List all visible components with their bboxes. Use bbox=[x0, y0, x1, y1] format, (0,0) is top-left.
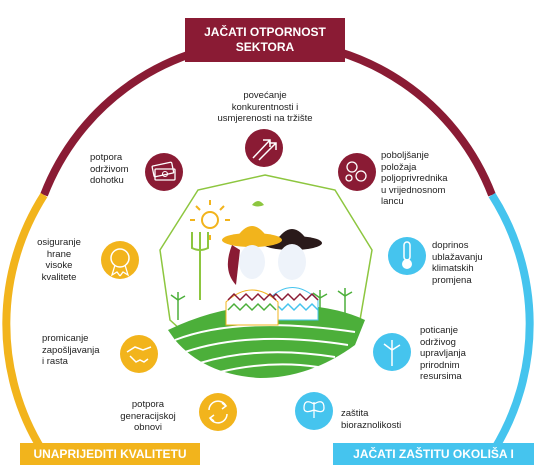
label-line: bioraznolikosti bbox=[341, 419, 402, 431]
cycle-arrows-icon bbox=[199, 393, 237, 431]
label-line: promjena bbox=[432, 274, 472, 286]
quality-badge-icon bbox=[101, 241, 139, 279]
label-line: zapošljavanja bbox=[42, 344, 100, 356]
butterfly-icon bbox=[295, 392, 333, 430]
label-resources: poticanje održivog upravljanja prirodnim… bbox=[420, 325, 520, 383]
banner-quality: UNAPRIJEDITI KVALITETU bbox=[20, 443, 200, 465]
label-income: potpora održivom dohotku bbox=[90, 152, 150, 187]
label-line: konkurentnosti i bbox=[231, 101, 299, 113]
thermometer-icon bbox=[388, 237, 426, 275]
label-line: osiguranje bbox=[37, 237, 81, 248]
sun-icon bbox=[190, 200, 230, 240]
label-line: obnovi bbox=[134, 422, 162, 433]
label-line: visoke bbox=[45, 260, 73, 271]
label-competitiveness: povećanje konkurentnosti i usmjerenosti … bbox=[205, 90, 325, 125]
label-line: dohotku bbox=[90, 175, 124, 186]
label-line: poticanje bbox=[420, 325, 459, 336]
trend-arrows-icon bbox=[245, 129, 283, 167]
label-quality: osiguranje hrane visoke kvalitete bbox=[24, 237, 94, 283]
label-line: zaštita bbox=[341, 408, 369, 419]
banner-resilience-text: JAČATI OTPORNOST SEKTORA bbox=[204, 25, 326, 54]
wind-turbine-icon bbox=[373, 333, 411, 371]
money-icon bbox=[145, 153, 183, 191]
banner-environment: JAČATI ZAŠTITU OKOLIŠA I bbox=[333, 443, 534, 465]
label-line: doprinos bbox=[432, 240, 469, 251]
banner-resilience: JAČATI OTPORNOST SEKTORA bbox=[185, 18, 345, 62]
label-biodiversity: zaštita bioraznolikosti bbox=[341, 408, 441, 431]
label-line: lancu bbox=[381, 196, 404, 207]
label-line: generacijskoj bbox=[120, 410, 176, 422]
label-employment: promicanje zapošljavanja i rasta bbox=[42, 333, 122, 368]
label-line: u vrijednosnom bbox=[381, 184, 446, 196]
label-value-chain: poboljšanje položaja poljoprivrednika u … bbox=[381, 150, 481, 208]
label-generational: potpora generacijskoj obnovi bbox=[108, 399, 188, 434]
label-line: promicanje bbox=[42, 333, 89, 344]
produce-icon bbox=[338, 153, 376, 191]
field-wind-turbines bbox=[170, 288, 353, 320]
label-line: kvalitete bbox=[41, 271, 77, 283]
label-line: poljoprivrednika bbox=[381, 173, 448, 184]
pitchfork-icon bbox=[191, 232, 209, 300]
label-line: resursima bbox=[420, 371, 462, 382]
label-line: ublažavanju bbox=[432, 251, 483, 263]
label-line: potpora bbox=[131, 399, 165, 410]
label-line: položaja bbox=[381, 161, 417, 173]
label-climate: doprinos ublažavanju klimatskih promjena bbox=[432, 240, 527, 286]
label-line: potpora bbox=[90, 152, 123, 163]
banner-quality-text: UNAPRIJEDITI KVALITETU bbox=[33, 447, 187, 461]
farmer-man bbox=[262, 229, 322, 321]
label-line: klimatskih bbox=[432, 263, 474, 274]
label-line: povećanje bbox=[243, 90, 287, 101]
ring-arc-environment bbox=[488, 192, 534, 453]
farm-field bbox=[168, 304, 365, 378]
banner-environment-text: JAČATI ZAŠTITU OKOLIŠA I bbox=[353, 447, 514, 461]
label-line: prirodnim bbox=[420, 359, 460, 371]
label-line: održivom bbox=[90, 163, 129, 175]
label-line: upravljanja bbox=[420, 348, 466, 359]
label-line: usmjerenosti na tržište bbox=[217, 113, 313, 124]
label-line: održivog bbox=[420, 336, 456, 348]
ring-arc-quality bbox=[2, 192, 48, 453]
label-line: i rasta bbox=[42, 356, 68, 367]
label-line: hrane bbox=[46, 248, 72, 260]
label-line: poboljšanje bbox=[381, 150, 430, 161]
bird-icon bbox=[252, 201, 264, 207]
handshake-icon bbox=[120, 335, 158, 373]
farmer-woman bbox=[222, 226, 282, 326]
